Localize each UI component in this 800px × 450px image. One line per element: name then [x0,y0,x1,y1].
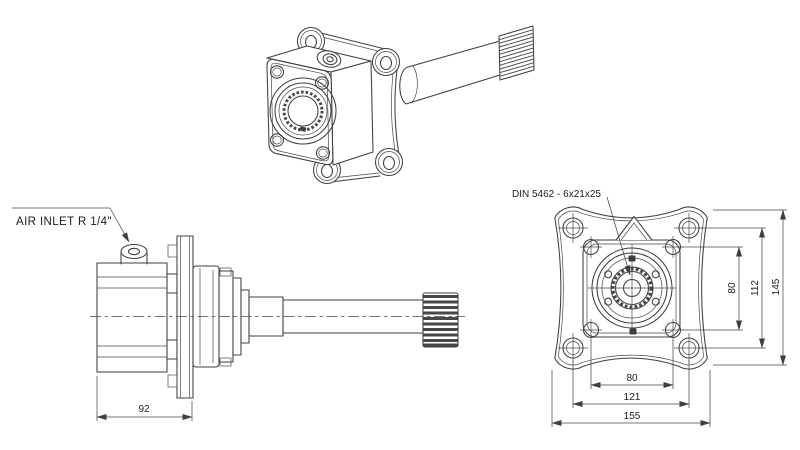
center-boss [588,244,676,335]
output-shaft [399,40,501,105]
air-inlet-label: AIR INLET R 1/4" [16,216,112,228]
pto-body [266,45,374,166]
side-dimension-92: 92 [96,376,193,421]
screw [629,328,637,335]
spline-spec-leader-line [606,196,631,276]
inner-bolt-holes [580,236,684,341]
center-bore [269,77,337,145]
dim-80v-label: 80 [727,282,738,294]
spline-spec-callout: DIN 5462 - 6x21x25 [512,189,631,276]
top-notch [615,215,653,241]
dim-92-label: 92 [138,404,150,415]
front-right-dimensions: 80 112 145 [682,209,787,366]
air-inlet-callout: AIR INLET R 1/4" [12,207,130,243]
interface-tab [166,273,178,294]
front-view: DIN 5462 - 6x21x25 80 121 155 [512,189,787,427]
front-bottom-dimensions: 80 121 155 [551,340,711,427]
dim-121-label: 121 [624,392,641,403]
dim-155-label: 155 [624,411,641,422]
dim-145-label: 145 [771,278,782,295]
spline-end [422,292,459,348]
spline-shaft-end [498,25,535,81]
interface-tab [166,339,178,360]
air-inlet-leader-line [109,207,130,243]
face-bolt-holes [269,65,331,160]
flange-lobe [374,147,404,177]
side-view: AIR INLET R 1/4" 92 [12,207,465,421]
side-body [96,262,168,373]
dim-112-label: 112 [750,280,761,296]
dim-80h-label: 80 [626,373,638,384]
flange-lobe [371,47,401,77]
mounting-plate [167,235,194,399]
isometric-view [266,25,535,185]
corner-bolt-holes [558,213,704,363]
air-inlet-port [120,243,148,265]
spline-spec-label: DIN 5462 - 6x21x25 [512,189,601,200]
air-inlet-boss [316,50,342,68]
